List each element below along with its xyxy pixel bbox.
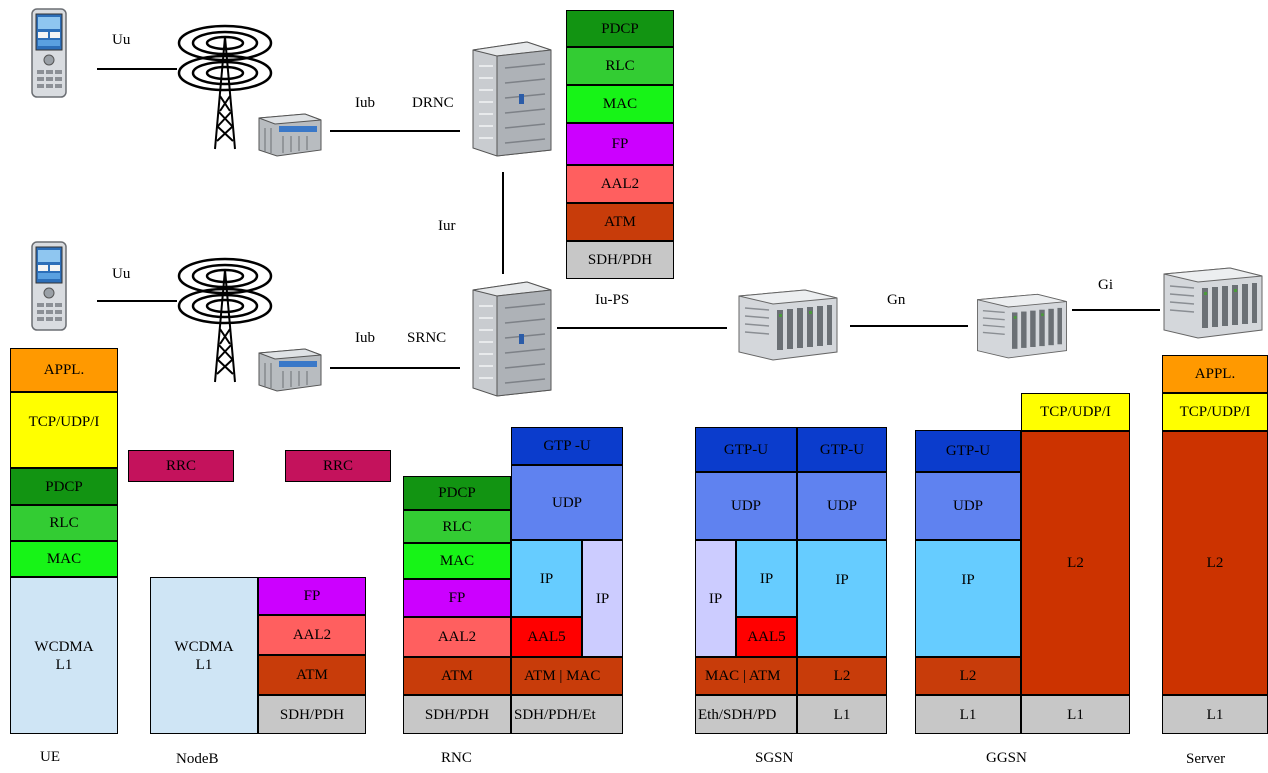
ue-wcdma-l1: WCDMA L1: [10, 577, 118, 734]
nodeb-cabinet-icon: [255, 343, 325, 393]
sgsn-gtp-u-left: GTP-U: [695, 427, 797, 472]
iur-link: [502, 172, 504, 274]
gi-label: Gi: [1098, 277, 1113, 293]
drnc-atm: ATM: [566, 203, 674, 241]
srnc-label: SRNC: [407, 330, 447, 346]
iub-label-bottom: Iub: [355, 330, 375, 346]
sgsn-router-icon: [733, 286, 843, 366]
sgsn-gtp-u-right: GTP-U: [797, 427, 887, 472]
sgsn-l1: L1: [797, 695, 887, 734]
node-label-rnc: RNC: [441, 750, 472, 766]
iu-ps-link: [557, 327, 727, 329]
ggsn-ip: IP: [915, 540, 1021, 657]
rnc-fp: FP: [403, 579, 511, 617]
server-l1: L1: [1162, 695, 1268, 734]
iub-link-top: [330, 130, 460, 132]
ue-mac: MAC: [10, 541, 118, 577]
server-chassis-icon: [1158, 264, 1268, 344]
node-label-sgsn: SGSN: [755, 750, 794, 766]
ggsn-l2-left: L2: [915, 657, 1021, 695]
drnc-pdcp: PDCP: [566, 10, 674, 47]
node-label-nodeb: NodeB: [176, 751, 219, 767]
sgsn-udp-left: UDP: [695, 472, 797, 540]
sgsn-eth-sdh-pdh: Eth/SDH/PD: [695, 695, 797, 734]
node-label-ue: UE: [40, 749, 60, 765]
rnc-sdh-pdh: SDH/PDH: [403, 695, 511, 734]
ggsn-tcp-udp-ip: TCP/UDP/I: [1021, 393, 1130, 431]
ggsn-l2-right: L2: [1021, 431, 1130, 695]
iub-label-top: Iub: [355, 95, 375, 111]
rnc-ip-side: IP: [582, 540, 623, 657]
server-appl: APPL.: [1162, 355, 1268, 393]
drnc-mac: MAC: [566, 85, 674, 123]
drnc-label: DRNC: [412, 95, 454, 111]
ue-pdcp: PDCP: [10, 468, 118, 505]
ggsn-l1-left: L1: [915, 695, 1021, 734]
drnc-sdh-pdh: SDH/PDH: [566, 241, 674, 279]
sgsn-ip-mid: IP: [736, 540, 797, 617]
nodeb-aal2: AAL2: [258, 615, 366, 655]
uu-label-bottom: Uu: [112, 266, 131, 282]
sgsn-ip-right: IP: [797, 540, 887, 657]
rnc-rlc: RLC: [403, 510, 511, 543]
server-l2: L2: [1162, 431, 1268, 695]
mobile-phone-icon: [29, 240, 69, 332]
sgsn-l2: L2: [797, 657, 887, 695]
sgsn-aal5: AAL5: [736, 617, 797, 657]
ggsn-gtp-u: GTP-U: [915, 430, 1021, 472]
drnc-rlc: RLC: [566, 47, 674, 85]
iu-ps-label: Iu-PS: [595, 292, 630, 308]
sgsn-mac-atm: MAC | ATM: [695, 657, 797, 695]
ggsn-router-icon: [972, 290, 1072, 364]
srnc-cabinet-icon: [465, 278, 555, 398]
node-label-ggsn: GGSN: [986, 750, 1027, 766]
mobile-phone-icon: [29, 7, 69, 99]
nodeb-fp: FP: [258, 577, 366, 615]
drnc-cabinet-icon: [465, 38, 555, 158]
gn-link: [850, 325, 968, 327]
iur-label: Iur: [438, 218, 456, 234]
uu-link-bottom: [97, 300, 177, 302]
sgsn-ip-side: IP: [695, 540, 736, 657]
gi-link: [1072, 309, 1160, 311]
nodeb-wcdma-l1: WCDMA L1: [150, 577, 258, 734]
rnc-aal5: AAL5: [511, 617, 582, 657]
nodeb-atm: ATM: [258, 655, 366, 695]
drnc-fp: FP: [566, 123, 674, 165]
ue-tcp-udp-ip: TCP/UDP/I: [10, 392, 118, 468]
rnc-sdh-pdh-eth: SDH/PDH/Et: [511, 695, 623, 734]
sgsn-udp-right: UDP: [797, 472, 887, 540]
nodeb-cabinet-icon: [255, 108, 325, 158]
ggsn-l1-right: L1: [1021, 695, 1130, 734]
gn-label: Gn: [887, 292, 906, 308]
rnc-atm-mac: ATM | MAC: [511, 657, 623, 695]
rnc-udp: UDP: [511, 465, 623, 540]
nodeb-sdh-pdh: SDH/PDH: [258, 695, 366, 734]
ue-appl: APPL.: [10, 348, 118, 392]
ue-rlc: RLC: [10, 505, 118, 541]
uu-link-top: [97, 68, 177, 70]
rnc-pdcp: PDCP: [403, 476, 511, 510]
node-label-server: Server: [1186, 751, 1226, 767]
drnc-aal2: AAL2: [566, 165, 674, 203]
rrc-ue-side: RRC: [128, 450, 234, 482]
rnc-ip: IP: [511, 540, 582, 617]
ggsn-udp: UDP: [915, 472, 1021, 540]
server-tcp-udp-ip: TCP/UDP/I: [1162, 393, 1268, 431]
uu-label-top: Uu: [112, 32, 131, 48]
rnc-mac: MAC: [403, 543, 511, 579]
iub-link-bottom: [330, 367, 460, 369]
rnc-gtp-u: GTP -U: [511, 427, 623, 465]
rnc-aal2: AAL2: [403, 617, 511, 657]
rnc-atm: ATM: [403, 657, 511, 695]
rrc-rnc-side: RRC: [285, 450, 391, 482]
